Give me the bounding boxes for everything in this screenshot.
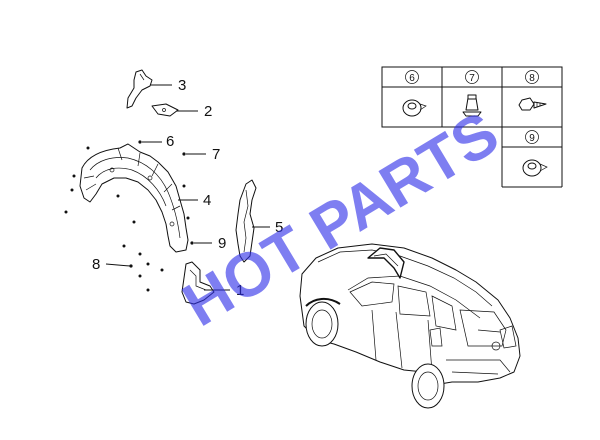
part-3-bracket xyxy=(126,69,153,109)
part-4-wheelhouse-liner xyxy=(79,143,189,253)
callout-6: 6 xyxy=(166,133,174,150)
table-number-9: 9 xyxy=(529,133,535,144)
callout-5: 5 xyxy=(275,219,283,236)
callout-4: 4 xyxy=(203,192,211,209)
part-1-mud-flap xyxy=(181,261,215,305)
fastener-point xyxy=(182,152,186,156)
callout-3: 3 xyxy=(178,77,186,94)
push-clip-icon xyxy=(402,99,427,117)
callout-2: 2 xyxy=(204,103,212,120)
part-5-side-liner xyxy=(235,179,257,263)
part-2-bracket xyxy=(151,103,179,117)
retainer-clip-icon xyxy=(522,159,548,177)
nut-clip-icon xyxy=(462,94,482,117)
fastener-point xyxy=(138,140,142,144)
callout-9: 9 xyxy=(218,235,226,252)
table-number-7: 7 xyxy=(469,73,475,84)
screw-icon xyxy=(518,97,547,111)
callout-8: 8 xyxy=(92,256,100,273)
fastener-point xyxy=(190,241,194,245)
callout-7: 7 xyxy=(212,146,220,163)
fastener-table: 6 7 8 9 xyxy=(381,66,563,188)
fastener-dots xyxy=(64,146,190,292)
leader-8 xyxy=(105,263,131,267)
fastener-point xyxy=(129,264,133,268)
table-number-6: 6 xyxy=(409,73,415,84)
car-locator-illustration xyxy=(299,243,521,409)
callout-1: 1 xyxy=(236,282,244,299)
table-number-8: 8 xyxy=(529,73,535,84)
